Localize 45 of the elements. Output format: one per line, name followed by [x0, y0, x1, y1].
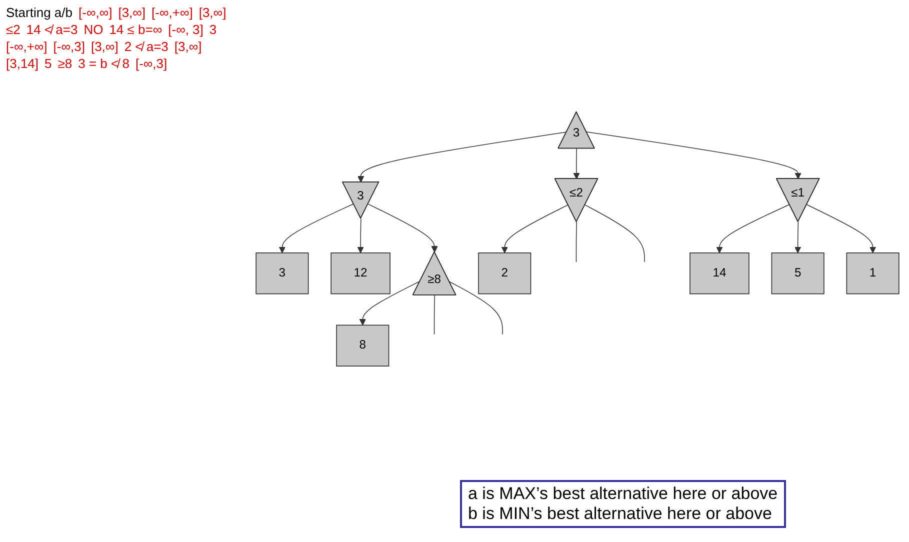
arrow	[357, 132, 568, 183]
handwritten-note: 5	[44, 56, 52, 71]
handwritten-note: [-∞,3]	[53, 39, 85, 54]
handwritten-note: NO	[84, 22, 104, 37]
connector	[576, 222, 577, 262]
arrow	[573, 148, 580, 180]
node-box: 14	[690, 252, 750, 294]
heading-text: Starting a/b	[6, 5, 72, 20]
arrow	[586, 132, 802, 180]
handwritten-note: ≤2	[6, 22, 20, 37]
node-box: 12	[330, 252, 390, 294]
arrow	[716, 204, 790, 254]
arrow	[368, 204, 438, 253]
handwritten-note: [3,∞]	[198, 5, 226, 20]
handwritten-note: [-∞,3]	[135, 56, 168, 71]
connector	[448, 281, 503, 335]
arrow	[806, 204, 876, 254]
connector	[434, 294, 436, 335]
note-text: a is MAX’s best alternative here or above	[468, 484, 778, 504]
handwritten-note: [-∞,+∞]	[152, 5, 193, 20]
node-box: 2	[478, 252, 532, 294]
handwritten-note: [3,∞]	[90, 39, 118, 54]
handwritten-note: [-∞, 3]	[168, 22, 204, 37]
handwritten-note: 3	[209, 22, 217, 37]
handwritten-note: [3,∞]	[174, 39, 202, 54]
arrow	[359, 280, 421, 326]
handwritten-note: ≥8	[58, 56, 72, 71]
arrow	[501, 204, 568, 254]
arrow	[794, 222, 802, 254]
connector	[584, 204, 645, 262]
handwritten-note: [-∞,∞]	[78, 5, 112, 20]
node-box: 5	[771, 252, 824, 294]
node-box: 8	[336, 324, 390, 366]
handwritten-note: 2 ≮ a=3	[124, 39, 168, 54]
handwritten-note: [3,∞]	[118, 5, 146, 20]
handwritten-note: 3 = b ≮ 8	[78, 56, 130, 71]
arrow	[278, 203, 354, 254]
handwritten-note: 14 ≤ b=∞	[109, 22, 162, 37]
note-text: b is MIN’s best alternative here or above	[468, 504, 773, 524]
node-box: 1	[846, 252, 900, 294]
handwritten-note: 14 ≮ a=3	[26, 22, 78, 37]
arrow	[357, 218, 364, 254]
handwritten-note: [-∞,+∞]	[6, 39, 48, 54]
handwritten-note: [3,14]	[6, 56, 39, 71]
node-box: 3	[256, 252, 309, 294]
